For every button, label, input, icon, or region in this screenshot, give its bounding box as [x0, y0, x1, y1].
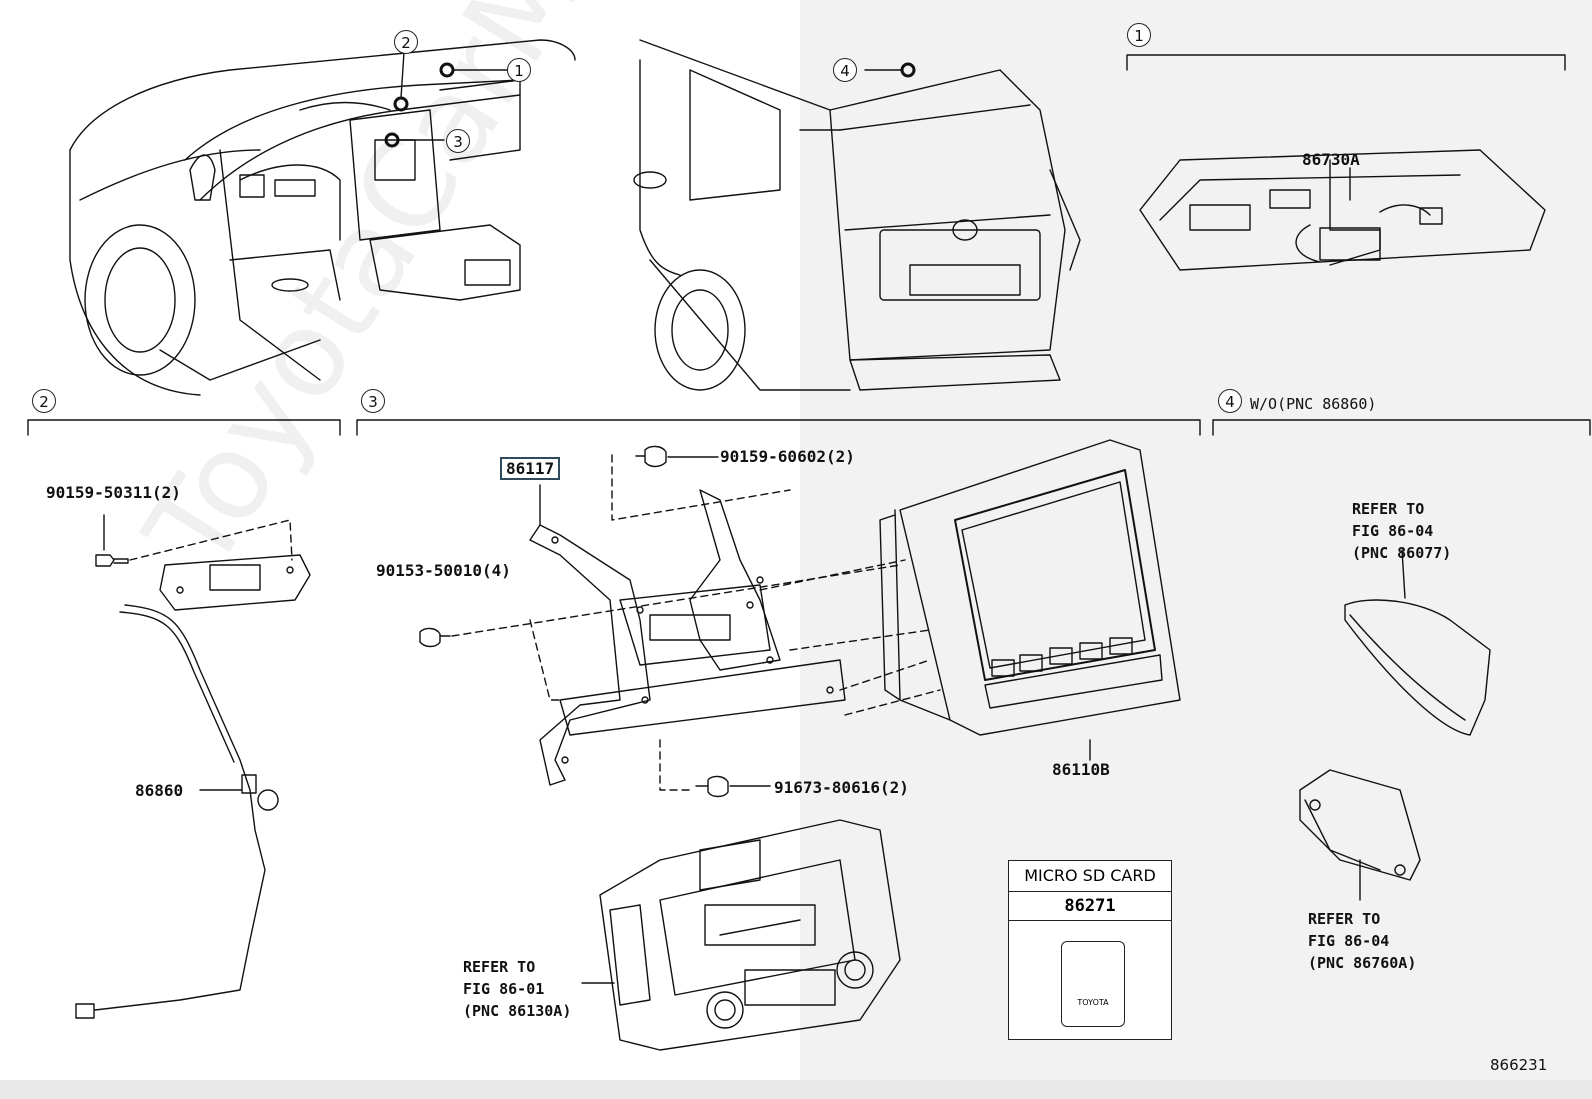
section-3-group: [356, 419, 1201, 1051]
section-marker-1: 1: [1127, 23, 1151, 47]
section-4-condition: W/O(PNC 86860): [1250, 395, 1377, 413]
section-marker-3: 3: [361, 389, 385, 413]
section-4-group: [1212, 419, 1591, 901]
bottom-strip: [0, 1080, 1592, 1099]
section-marker-4: 4: [1218, 389, 1242, 413]
part-90159-50311[interactable]: 90159-50311(2): [46, 483, 181, 502]
callout-1: 1: [507, 58, 531, 82]
part-86271[interactable]: 86271: [1009, 892, 1171, 921]
part-90159-60602[interactable]: 90159-60602(2): [720, 447, 855, 466]
micro-sd-card-title: MICRO SD CARD: [1009, 861, 1171, 892]
part-86730A[interactable]: 86730A: [1302, 150, 1360, 169]
reference-pnc-86130A[interactable]: REFER TO FIG 86-01 (PNC 86130A): [463, 958, 572, 1020]
part-90153-50010[interactable]: 90153-50010(4): [376, 561, 511, 580]
part-86110B[interactable]: 86110B: [1052, 760, 1110, 779]
section-marker-2: 2: [32, 389, 56, 413]
section-2-group: [27, 419, 341, 1019]
part-86117[interactable]: 86117: [500, 457, 561, 480]
car-rear-illustration: [633, 39, 1081, 391]
sd-card-icon: TOYOTA: [1061, 941, 1125, 1027]
reference-pnc-86077[interactable]: REFER TO FIG 86-04 (PNC 86077): [1352, 500, 1452, 562]
section-1-group: [1126, 54, 1566, 271]
part-86860[interactable]: 86860: [135, 781, 184, 800]
part-91673-80616[interactable]: 91673-80616(2): [774, 778, 909, 797]
callout-2: 2: [394, 30, 418, 54]
reference-pnc-86760A[interactable]: REFER TO FIG 86-04 (PNC 86760A): [1308, 910, 1417, 972]
car-interior-illustration: [69, 39, 576, 396]
figure-number: 866231: [1490, 1056, 1548, 1074]
sd-card-brand: TOYOTA: [1077, 998, 1109, 1007]
shaded-right-region: [800, 0, 1592, 1080]
micro-sd-card-box: MICRO SD CARD 86271 TOYOTA: [1008, 860, 1172, 1040]
callout-4: 4: [833, 58, 857, 82]
callout-3: 3: [446, 129, 470, 153]
